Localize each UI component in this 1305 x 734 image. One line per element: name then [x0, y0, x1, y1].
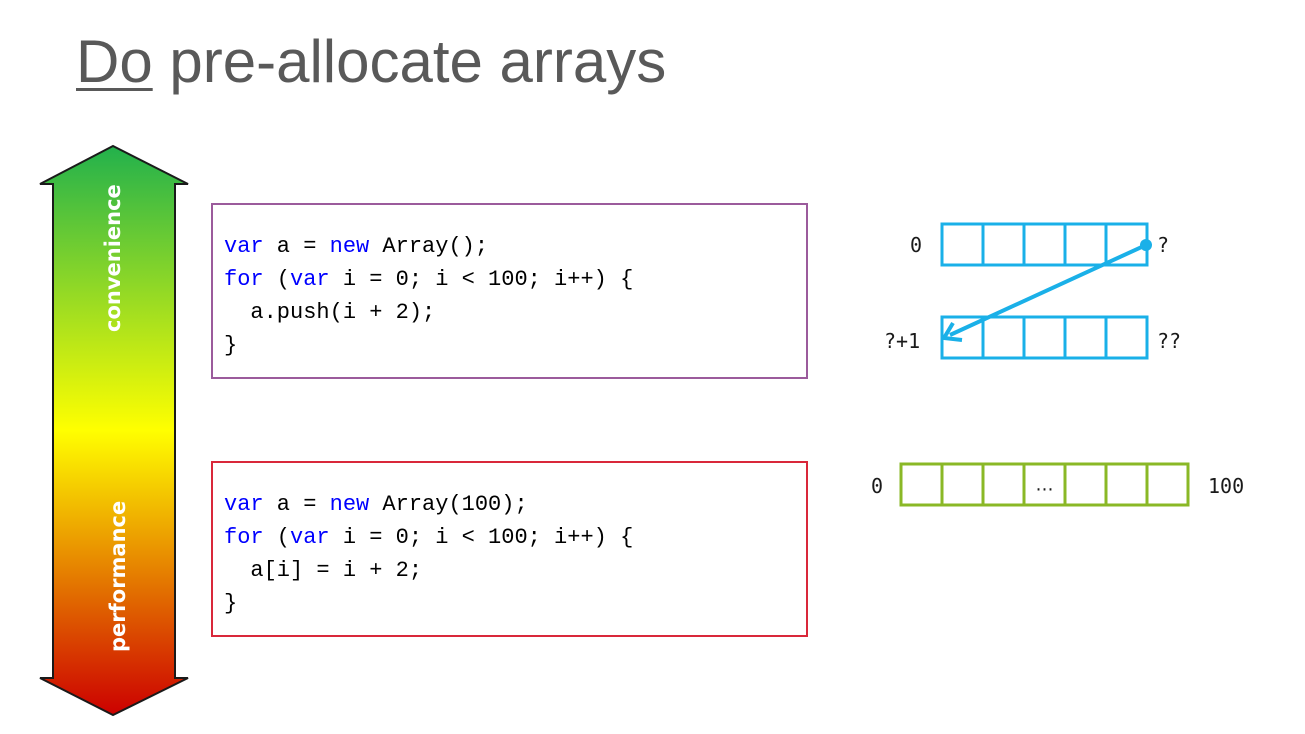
code-text: Array();: [369, 234, 489, 259]
code-text: }: [224, 333, 238, 358]
code-text: i = 0; i < 100; i++) {: [329, 525, 634, 550]
prealloc-code-line-3: a[i] = i + 2;: [224, 554, 806, 587]
dynamic-array-code-block: var a = new Array();for (var i = 0; i < …: [211, 203, 808, 379]
code-keyword: var: [290, 525, 330, 550]
row2-end-label: ??: [1157, 329, 1182, 353]
code-keyword: var: [224, 234, 264, 259]
code-text: }: [224, 591, 238, 616]
row3-cell: [940, 462, 985, 507]
row1-end-label: ?: [1157, 233, 1170, 257]
code-text: a =: [263, 492, 330, 517]
dynamic-code-line-3: a.push(i + 2);: [224, 296, 806, 329]
prealloc-code-line-2: for (var i = 0; i < 100; i++) {: [224, 521, 806, 554]
row3-cell: [1145, 462, 1190, 507]
row1-cell: [981, 222, 1026, 267]
code-text: a =: [263, 234, 330, 259]
row3-cell: [1104, 462, 1149, 507]
convenience-performance-scale-arrow: [39, 144, 189, 717]
code-text: i = 0; i < 100; i++) {: [329, 267, 634, 292]
code-text: (: [263, 525, 291, 550]
performance-label: performance: [106, 500, 130, 652]
row3-start-label: 0: [871, 474, 884, 498]
array-row-grown: [940, 315, 1149, 360]
row2-cell: [981, 315, 1026, 360]
title-rest: pre-allocate arrays: [152, 28, 667, 95]
array-row-initial: [940, 222, 1149, 267]
code-keyword: new: [329, 234, 370, 259]
row2-cell: [1104, 315, 1149, 360]
code-text: a.push(i + 2);: [224, 300, 436, 325]
dynamic-code-line-4: }: [224, 329, 806, 362]
title-emphasis: Do: [76, 28, 153, 95]
row2-start-label: ?+1: [884, 329, 921, 353]
row1-start-label: 0: [910, 233, 923, 257]
dynamic-code-line-1: var a = new Array();: [224, 230, 806, 263]
code-keyword: for: [224, 267, 264, 292]
row1-cell: [1063, 222, 1108, 267]
row3-cell: [1022, 462, 1067, 507]
ellipsis-label: …: [1036, 475, 1054, 496]
array-growth-diagram: …: [899, 222, 1190, 507]
convenience-label: convenience: [101, 184, 125, 332]
code-text: a[i] = i + 2;: [224, 558, 423, 583]
slide-title: Do pre-allocate arrays: [76, 32, 666, 92]
row1-cell: [940, 222, 985, 267]
row2-cell: [1022, 315, 1067, 360]
row3-end-label: 100: [1208, 474, 1245, 498]
row1-cell: [1022, 222, 1067, 267]
code-keyword: new: [329, 492, 370, 517]
row3-cell: [981, 462, 1026, 507]
array-row-preallocated: …: [899, 462, 1190, 507]
row2-cell: [1063, 315, 1108, 360]
dynamic-code-line-2: for (var i = 0; i < 100; i++) {: [224, 263, 806, 296]
code-keyword: for: [224, 525, 264, 550]
copy-arrow: [940, 239, 1152, 342]
row3-cell: [899, 462, 944, 507]
row3-cell: [1063, 462, 1108, 507]
code-text: (: [263, 267, 291, 292]
prealloc-code-line-4: }: [224, 587, 806, 620]
code-keyword: var: [224, 492, 264, 517]
code-keyword: var: [290, 267, 330, 292]
code-text: Array(100);: [369, 492, 528, 517]
preallocated-array-code-block: var a = new Array(100);for (var i = 0; i…: [211, 461, 808, 637]
prealloc-code-line-1: var a = new Array(100);: [224, 488, 806, 521]
